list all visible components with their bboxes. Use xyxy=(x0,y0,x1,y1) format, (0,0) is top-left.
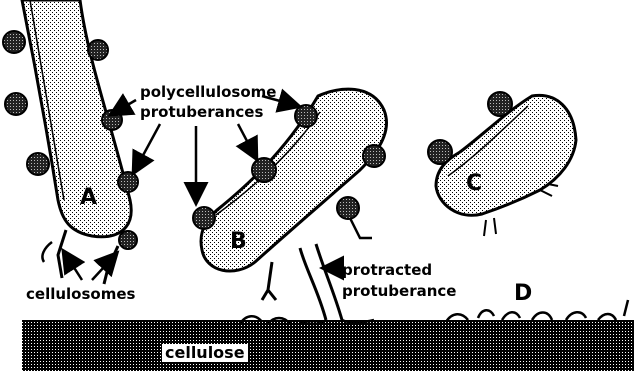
label-protracted: protracted xyxy=(342,262,432,279)
protuberance-knob xyxy=(27,153,49,175)
protuberance-knob xyxy=(118,172,138,192)
label-polycellulosome: polycellulosome xyxy=(140,84,276,101)
cell-label-d: D xyxy=(514,282,532,306)
protuberance-knob xyxy=(5,93,27,115)
cell-a xyxy=(3,0,138,284)
protuberance-knob xyxy=(488,92,512,116)
cell-c xyxy=(428,92,576,236)
protuberance-knob xyxy=(119,231,137,249)
protuberance-knob xyxy=(193,207,215,229)
cell-remnants-d xyxy=(446,300,628,322)
protuberance-knob xyxy=(88,40,108,60)
label-cellulose: cellulose xyxy=(162,344,248,362)
label-protuberance: protuberance xyxy=(342,283,456,300)
protuberance-knob xyxy=(428,140,452,164)
cell-label-a: A xyxy=(80,186,97,210)
cell-label-b: B xyxy=(230,230,247,254)
protuberance-knob xyxy=(295,105,317,127)
protuberance-knob xyxy=(252,158,276,182)
cell-label-c: C xyxy=(466,172,482,196)
label-cellulosomes: cellulosomes xyxy=(26,286,135,303)
cellulose-substrate xyxy=(22,320,634,371)
protuberance-knob xyxy=(3,31,25,53)
protuberance-knob xyxy=(363,145,385,167)
protuberance-knob xyxy=(337,197,359,219)
label-protuberances: protuberances xyxy=(140,104,263,121)
